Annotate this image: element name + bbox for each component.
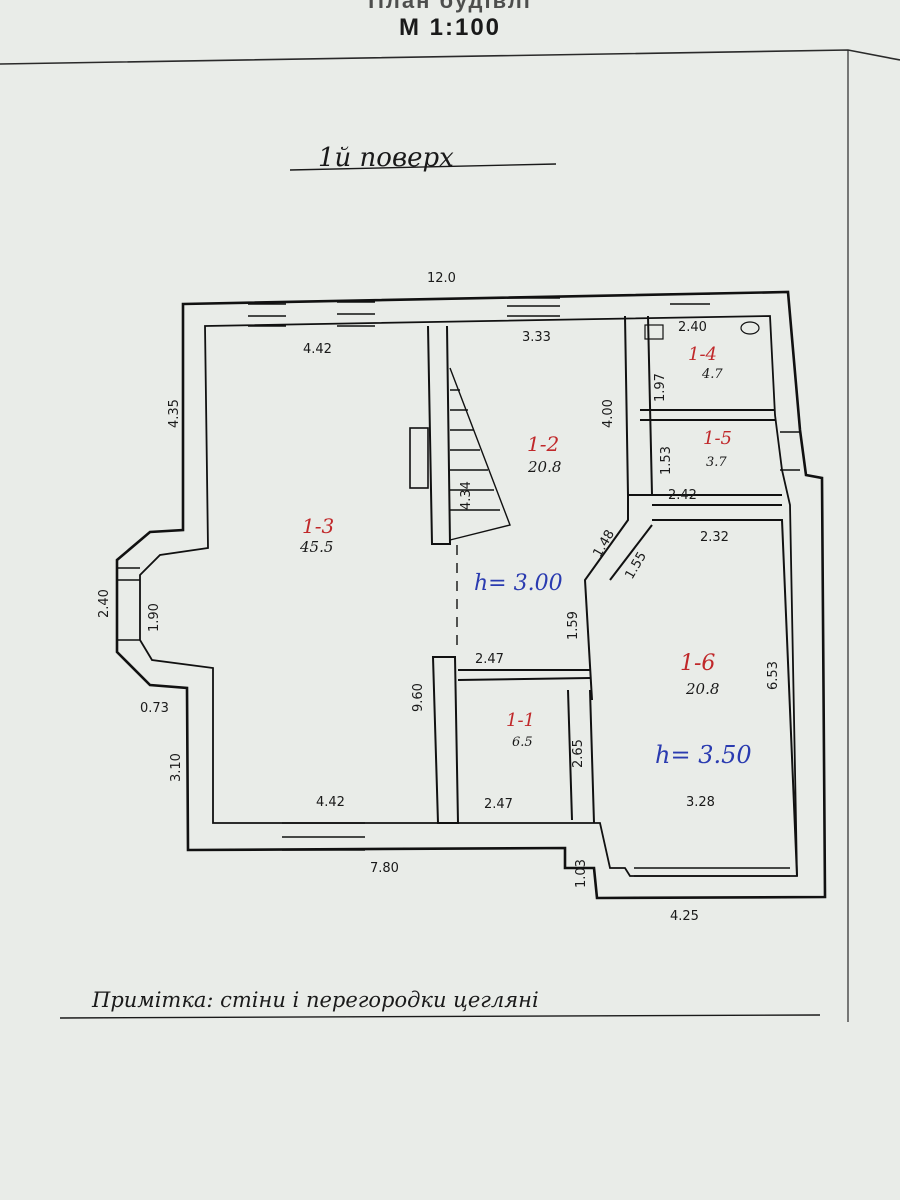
dim-bay-return: 0.73 xyxy=(140,701,169,716)
dim-bay-width: 2.40 xyxy=(97,589,112,618)
dim-r5-bottom: 2.42 xyxy=(668,488,697,503)
window-marks xyxy=(117,293,800,877)
dim-r3-bottom: 4.42 xyxy=(316,795,345,810)
dim-r1-top: 2.47 xyxy=(475,652,504,667)
room-1-5-area: 3.7 xyxy=(706,455,727,470)
plan-title: План будівлі xyxy=(368,0,532,13)
dim-r4-side: 1.97 xyxy=(653,373,668,402)
dim-corr-side: 1.59 xyxy=(566,611,581,640)
room-1-1-area: 6.5 xyxy=(512,735,533,750)
dim-r3-top: 4.42 xyxy=(303,342,332,357)
dim-r6-diag: 1.55 xyxy=(622,549,649,582)
dim-left-wing-height: 4.35 xyxy=(167,399,182,428)
dim-r6-side: 6.53 xyxy=(766,661,781,690)
dim-r1-bottom: 2.47 xyxy=(484,797,513,812)
room-1-1-id: 1-1 xyxy=(506,710,535,731)
dim-corr-diag: 1.48 xyxy=(590,527,617,560)
dim-bottom-step: 1.03 xyxy=(574,859,589,888)
note-underline xyxy=(59,1014,821,1019)
room-1-2-area: 20.8 xyxy=(527,458,561,476)
height-mark-1: h= 3.00 xyxy=(474,571,563,596)
room-1-3-id: 1-3 xyxy=(302,514,334,538)
dim-overall-width: 12.0 xyxy=(427,271,456,286)
dim-right-bottom: 4.25 xyxy=(670,909,699,924)
plan-scale: М 1:100 xyxy=(398,14,502,41)
dim-stair: 4.34 xyxy=(459,481,474,510)
outer-wall-outer xyxy=(115,290,827,900)
sheet-border-top xyxy=(0,49,900,65)
dim-r1-side: 2.65 xyxy=(571,739,586,768)
sink-icon xyxy=(644,324,664,340)
interior-walls xyxy=(427,315,798,877)
note-text: Примітка: стіни і перегородки цегляні xyxy=(91,988,539,1012)
room-1-4-id: 1-4 xyxy=(688,344,717,365)
height-mark-2: h= 3.50 xyxy=(655,741,752,769)
room-1-2-id: 1-2 xyxy=(527,432,559,456)
room-1-6-id: 1-6 xyxy=(680,651,715,676)
room-1-6-area: 20.8 xyxy=(685,680,719,698)
dim-r4-top: 2.40 xyxy=(678,320,707,335)
room-1-3-area: 45.5 xyxy=(299,538,333,556)
floor-title-underline xyxy=(289,163,557,171)
dim-r3-height: 9.60 xyxy=(411,683,426,712)
fireplace xyxy=(409,427,429,489)
dim-r5-side: 1.53 xyxy=(659,446,674,475)
staircase xyxy=(449,367,511,541)
dim-bottom-left: 7.80 xyxy=(370,861,399,876)
dim-r2-height: 4.00 xyxy=(601,399,616,428)
dim-r6-inner: 3.28 xyxy=(686,795,715,810)
dim-lower-left: 3.10 xyxy=(169,753,184,782)
dim-r6-top: 2.32 xyxy=(700,530,729,545)
dim-bay-window: 1.90 xyxy=(147,603,162,632)
outer-wall-inner xyxy=(139,315,798,877)
toilet-icon xyxy=(740,321,760,335)
dim-r2-top: 3.33 xyxy=(522,330,551,345)
room-1-4-area: 4.7 xyxy=(701,367,723,382)
room-1-5-id: 1-5 xyxy=(703,428,732,449)
